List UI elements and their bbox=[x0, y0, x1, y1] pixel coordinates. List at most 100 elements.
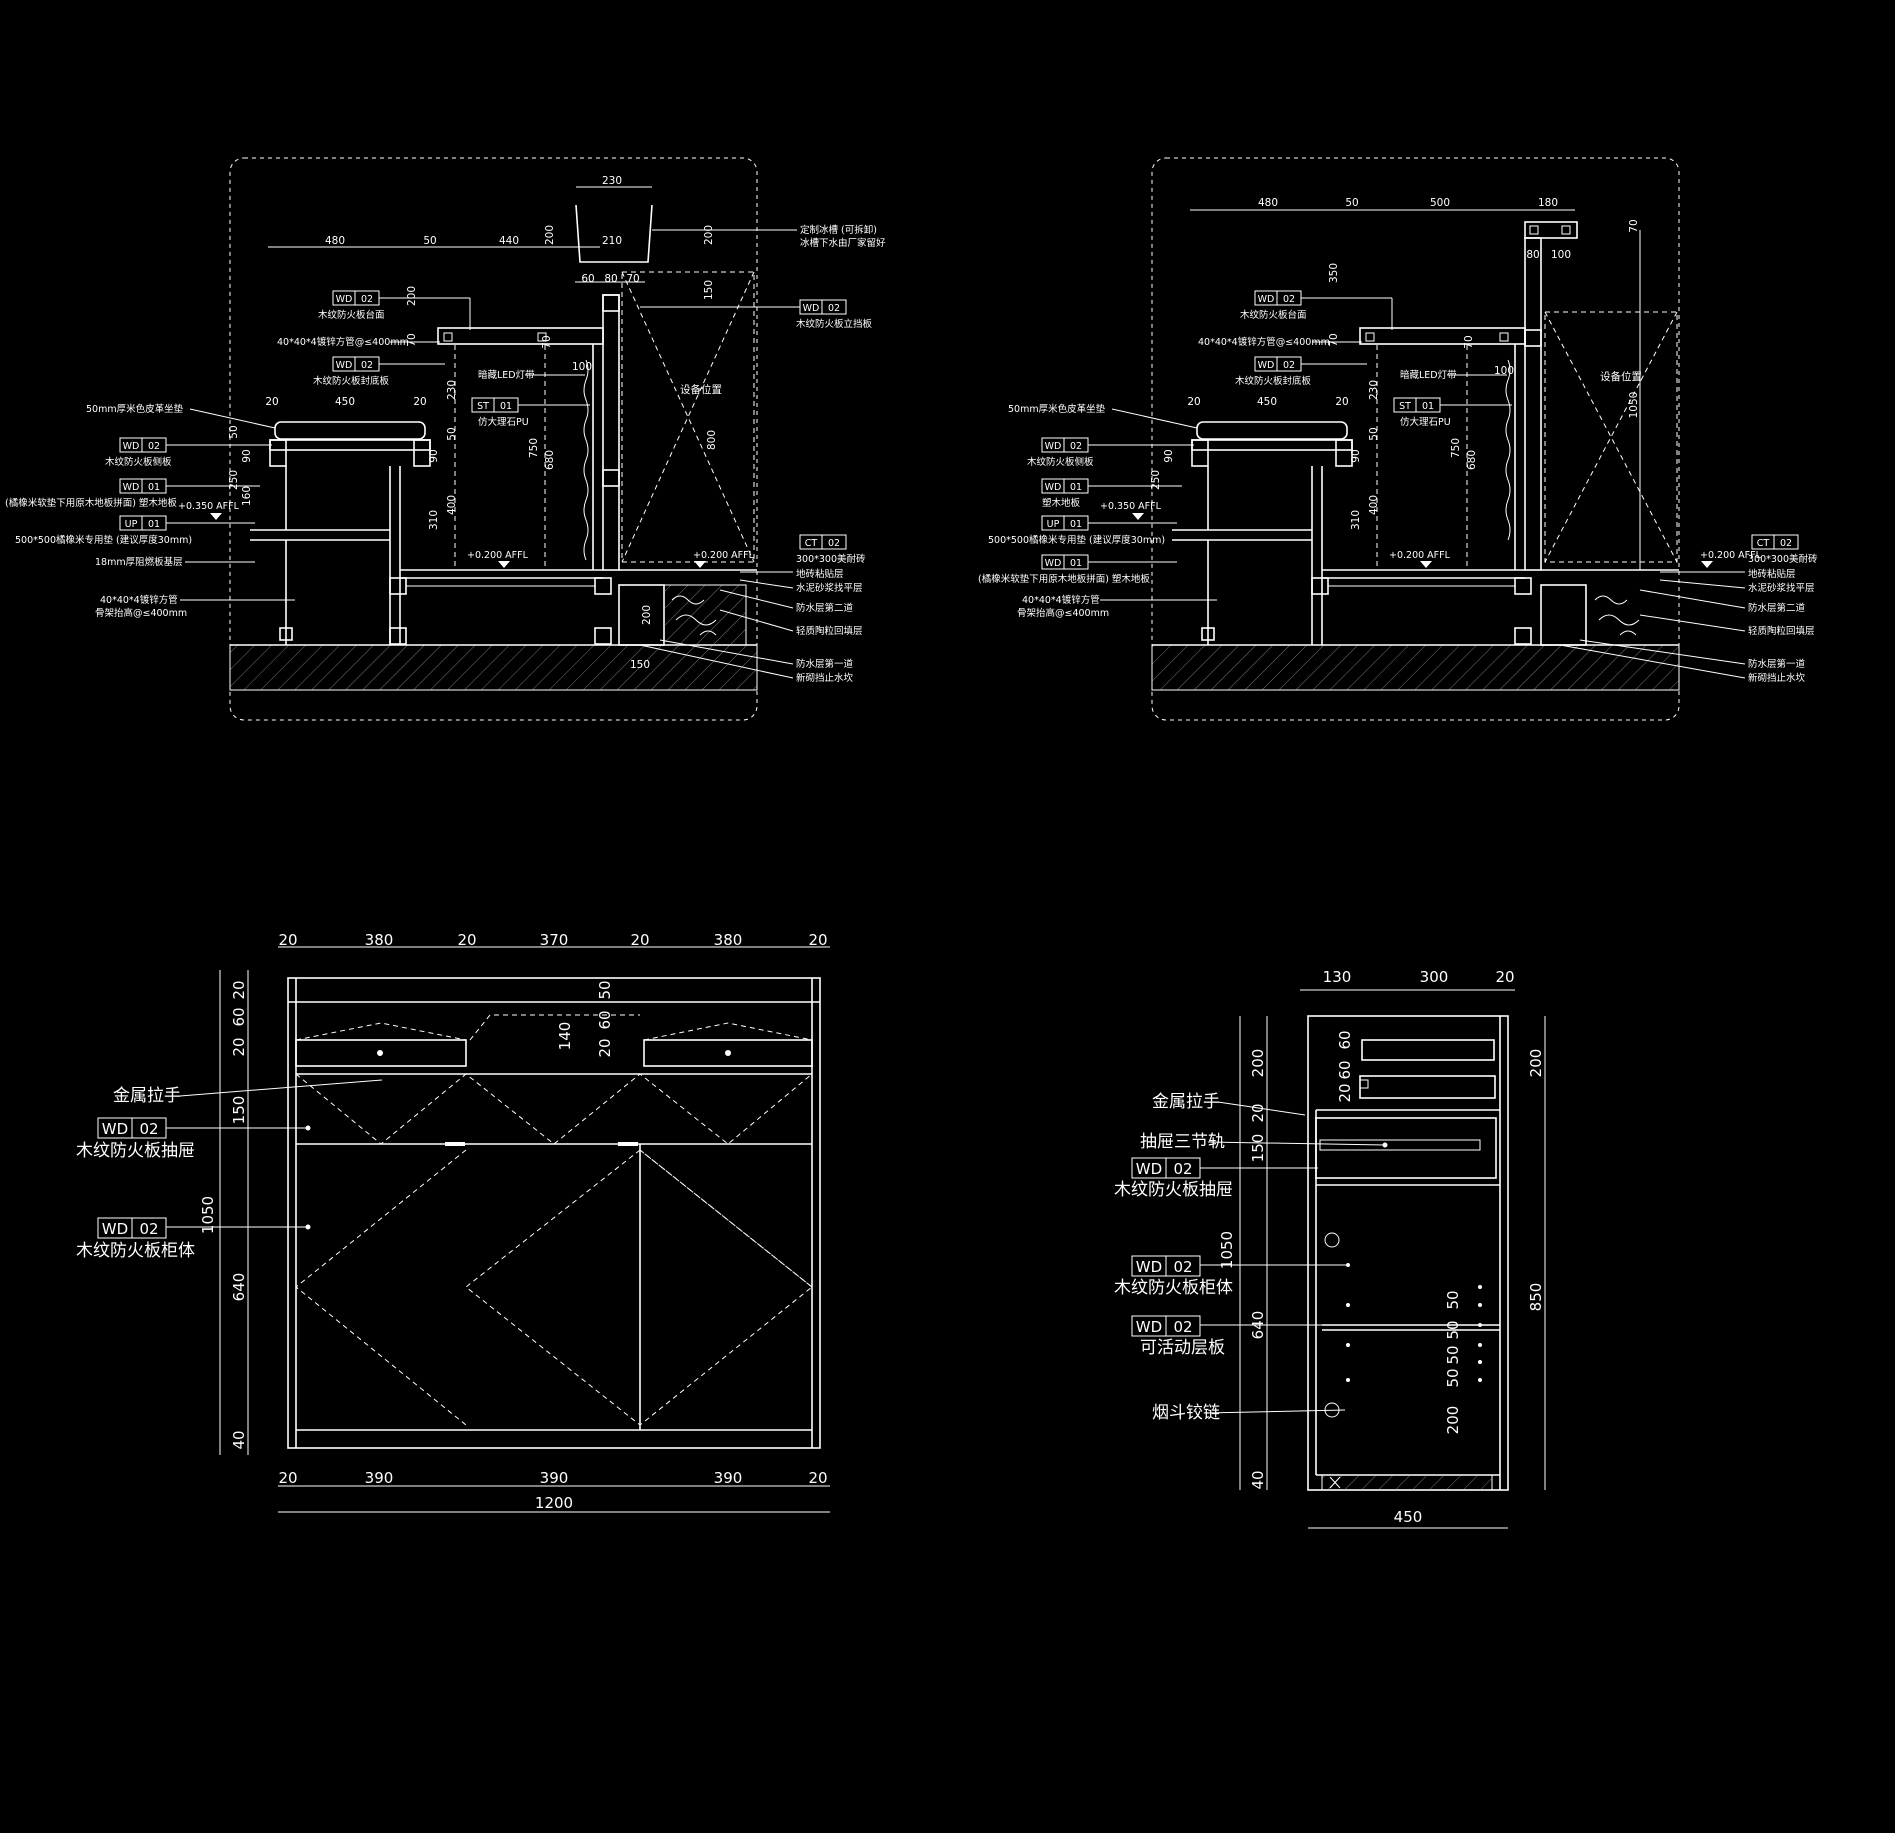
s1-label-equipment: 设备位置 bbox=[680, 383, 722, 396]
s1-tag-countertop: WD 02 木纹防火板台面 bbox=[318, 290, 471, 330]
s2-label-wp1: 防水层第一道 bbox=[1748, 658, 1806, 670]
svg-text:CT: CT bbox=[1757, 538, 1770, 549]
svg-text:(橘橡米软垫下用原木地板拼面) 塑木地板: (橘橡米软垫下用原木地板拼面) 塑木地板 bbox=[978, 573, 1150, 585]
s2-label-led: 暗藏LED灯带 bbox=[1400, 369, 1457, 381]
elev-dim-bottom-20a: 20 bbox=[278, 1469, 297, 1487]
svg-text:01: 01 bbox=[1070, 482, 1082, 493]
s2-level-200a: +0.200 AFFL bbox=[1389, 550, 1451, 561]
s1-dim-230: 230 bbox=[446, 380, 458, 400]
svg-text:300*300美耐砖: 300*300美耐砖 bbox=[1748, 553, 1818, 565]
s2-dim-180: 180 bbox=[1538, 197, 1558, 209]
s1-dim-50: 50 bbox=[423, 235, 436, 247]
svg-text:WD: WD bbox=[1258, 360, 1275, 371]
elev-dim-top-20d: 20 bbox=[808, 931, 827, 949]
side-dim-left-20: 20 bbox=[1249, 1103, 1267, 1122]
s1-dim-50c: 50 bbox=[228, 425, 240, 438]
s1-dim-50b: 50 bbox=[446, 427, 458, 440]
svg-text:02: 02 bbox=[139, 1220, 158, 1238]
svg-text:UP: UP bbox=[125, 519, 138, 530]
s2-level-200b: +0.200 AFFL bbox=[1700, 550, 1762, 561]
side-dim-inner-50a: 50 bbox=[1444, 1290, 1462, 1309]
s2-dim-350: 350 bbox=[1328, 263, 1340, 283]
s1-dim-90: 90 bbox=[428, 449, 440, 462]
s1-dim-200a: 200 bbox=[544, 225, 556, 245]
svg-text:WD: WD bbox=[123, 441, 140, 452]
s2-dim-100b: 100 bbox=[1494, 365, 1514, 377]
s2-label-equipment: 设备位置 bbox=[1600, 370, 1642, 383]
s1-dim-440: 440 bbox=[499, 235, 519, 247]
svg-text:02: 02 bbox=[828, 303, 840, 314]
side-dim-20: 20 bbox=[1495, 968, 1514, 986]
svg-text:ST: ST bbox=[477, 401, 489, 412]
s1-dim-160: 160 bbox=[241, 486, 253, 506]
side-label-handle: 金属拉手 bbox=[1152, 1092, 1220, 1112]
svg-text:UP: UP bbox=[1047, 519, 1060, 530]
side-label-hinge: 烟斗铰链 bbox=[1152, 1403, 1220, 1423]
s2-dim-20b: 20 bbox=[1335, 396, 1348, 408]
s1-label-drain: 冰槽下水由厂家留好 bbox=[800, 237, 886, 249]
s2-dim-480: 480 bbox=[1258, 197, 1278, 209]
s1-dim-200b: 200 bbox=[703, 225, 715, 245]
svg-text:WD: WD bbox=[1136, 1160, 1162, 1178]
s2-tag-pad: UP 01 500*500橘橡米专用垫 (建议厚度30mm) bbox=[988, 515, 1177, 546]
s1-dim-800: 800 bbox=[706, 430, 718, 450]
side-dim-450: 450 bbox=[1394, 1508, 1423, 1526]
elev-dim-top-20a: 20 bbox=[278, 931, 297, 949]
s1-dim-20b: 20 bbox=[413, 396, 426, 408]
s1-dim-200d: 200 bbox=[641, 605, 653, 625]
s1-dim-70b: 70 bbox=[406, 333, 418, 346]
s2-label-frame: 骨架抬高@≤400mm bbox=[1017, 607, 1109, 619]
s2-dim-230: 230 bbox=[1368, 380, 1380, 400]
s2-tag-wood-floor: WD 01 (橘橡米软垫下用原木地板拼面) 塑木地板 bbox=[978, 554, 1177, 585]
side-dim-left-200: 200 bbox=[1249, 1049, 1267, 1078]
side-tag-cabinet: WD 02 木纹防火板柜体 bbox=[1114, 1255, 1348, 1298]
s1-dim-750: 750 bbox=[528, 438, 540, 458]
s1-tag-riser: WD 02 木纹防火板立挡板 bbox=[640, 299, 873, 330]
elev-dim-top-20c: 20 bbox=[630, 931, 649, 949]
s2-dim-50: 50 bbox=[1345, 197, 1358, 209]
svg-text:01: 01 bbox=[1422, 401, 1434, 412]
s2-dim-310: 310 bbox=[1350, 510, 1362, 530]
side-tag-cabinet-text: 木纹防火板柜体 bbox=[1114, 1278, 1233, 1298]
svg-text:木纹防火板台面: 木纹防火板台面 bbox=[1240, 309, 1307, 321]
s1-dim-70c: 70 bbox=[541, 335, 553, 348]
side-dim-right-200: 200 bbox=[1527, 1049, 1545, 1078]
elev-dim-left-20a: 20 bbox=[230, 980, 248, 999]
s1-label-curb: 新砌挡止水坎 bbox=[796, 672, 854, 684]
s1-dim-90b: 90 bbox=[241, 449, 253, 462]
s2-dim-70: 70 bbox=[1628, 219, 1640, 232]
s1-dim-680: 680 bbox=[544, 450, 556, 470]
front-elevation: 20 380 20 370 20 380 20 20 390 390 390 2… bbox=[76, 931, 830, 1513]
svg-text:02: 02 bbox=[1780, 538, 1792, 549]
side-dim-left-40: 40 bbox=[1249, 1470, 1267, 1489]
s1-dim-450: 450 bbox=[335, 396, 355, 408]
svg-text:500*500橘橡米专用垫 (建议厚度30mm): 500*500橘橡米专用垫 (建议厚度30mm) bbox=[15, 534, 192, 546]
s2-dim-100: 100 bbox=[1551, 249, 1571, 261]
s1-dim-80: 80 bbox=[604, 273, 617, 285]
svg-text:ST: ST bbox=[1399, 401, 1411, 412]
side-dim-130: 130 bbox=[1323, 968, 1352, 986]
elev-dim-left-20b: 20 bbox=[230, 1037, 248, 1056]
seat-cushion bbox=[274, 421, 426, 440]
s2-tag-tile: CT 02 300*300美耐砖 bbox=[1748, 534, 1818, 565]
svg-text:木纹防火板台面: 木纹防火板台面 bbox=[318, 309, 385, 321]
svg-text:木纹防火板侧板: 木纹防火板侧板 bbox=[105, 456, 172, 468]
s2-dim-70c: 70 bbox=[1463, 335, 1475, 348]
svg-text:木纹防火板立挡板: 木纹防火板立挡板 bbox=[796, 318, 873, 330]
svg-text:02: 02 bbox=[1070, 441, 1082, 452]
s2-label-curb: 新砌挡止水坎 bbox=[1748, 672, 1806, 684]
elev-dim-bottom-20b: 20 bbox=[808, 1469, 827, 1487]
s1-label-screed: 水泥砂浆找平层 bbox=[796, 582, 863, 594]
s1-dim-200c: 200 bbox=[406, 286, 418, 306]
s1-label-tube2: 40*40*4镀锌方管 bbox=[100, 594, 178, 606]
elev-tag-cabinet: WD 02 木纹防火板柜体 bbox=[76, 1217, 308, 1261]
svg-text:WD: WD bbox=[1136, 1258, 1162, 1276]
s1-tag-side-panel: WD 02 木纹防火板侧板 bbox=[105, 437, 272, 468]
s2-dim-80: 80 bbox=[1526, 249, 1539, 261]
svg-text:02: 02 bbox=[361, 360, 373, 371]
side-dim-inner-200: 200 bbox=[1444, 1406, 1462, 1435]
svg-text:WD: WD bbox=[102, 1120, 128, 1138]
s2-label-fill: 轻质陶粒回填层 bbox=[1748, 625, 1815, 637]
elev-dim-top-380b: 380 bbox=[714, 931, 743, 949]
s2-tag-floor: WD 01 塑木地板 bbox=[1041, 478, 1182, 509]
